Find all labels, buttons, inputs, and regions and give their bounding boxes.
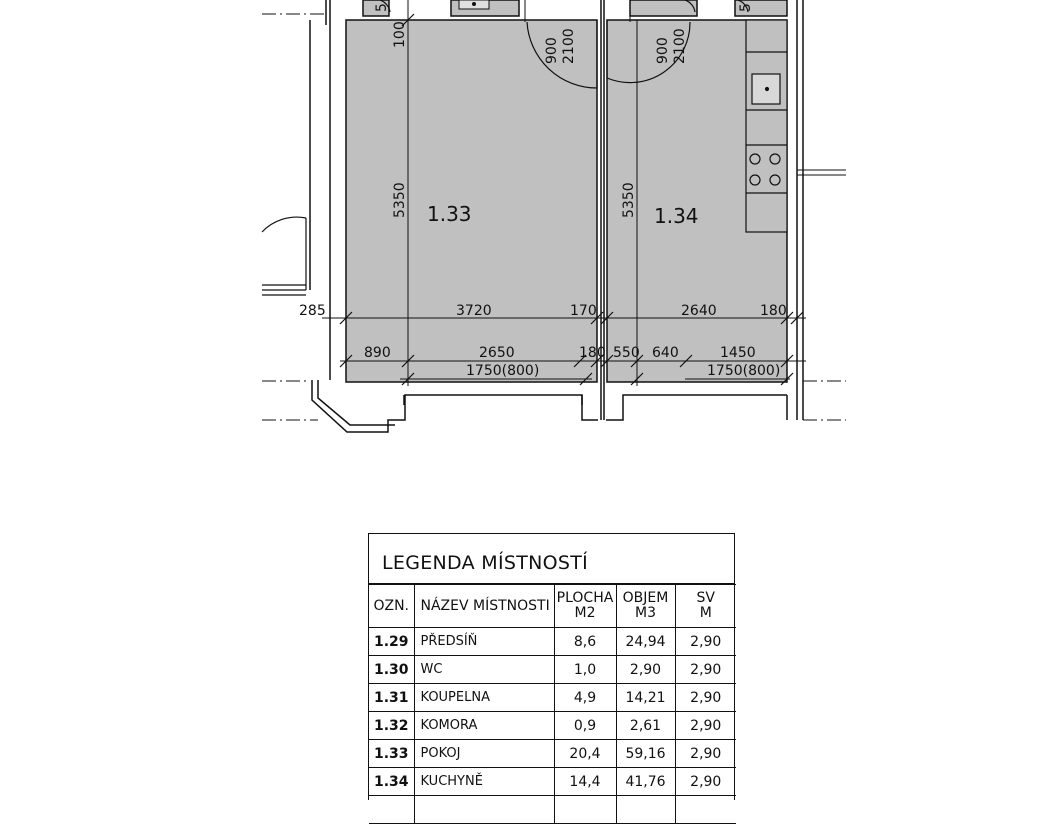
axis-lines <box>262 13 846 421</box>
row-area: 8,6 <box>553 627 617 656</box>
dimension-lines <box>322 0 806 386</box>
dim-left-height: 5350 <box>392 182 408 218</box>
row-volume: 2,90 <box>615 655 676 684</box>
walls <box>309 0 804 433</box>
dimension-ticks <box>339 13 804 386</box>
row-volume: 41,76 <box>615 767 676 796</box>
door-arcs <box>261 0 749 296</box>
row-volume: 24,94 <box>615 627 676 656</box>
row-id: 1.30 <box>369 655 415 684</box>
dim-window-right: 1750(800) <box>707 363 780 379</box>
dim-small-5a: 5 <box>374 3 390 12</box>
sink-icon <box>458 0 490 10</box>
row-area: 20,4 <box>553 739 617 768</box>
dim-small-5b: 5 <box>738 3 754 12</box>
row-volume: 2,61 <box>615 711 676 740</box>
row-height: 2,90 <box>674 683 736 712</box>
floor-plan: 100 5 900 2100 900 2100 5 5350 5350 285 … <box>261 0 846 433</box>
row-area: 0,9 <box>553 711 617 740</box>
dim-bottom-640: 640 <box>652 345 679 361</box>
row-id: 1.29 <box>369 627 415 656</box>
room-1-33-fill <box>345 19 598 383</box>
row-name: KOMORA <box>413 711 555 740</box>
row-volume: 14,21 <box>615 683 676 712</box>
dim-bottom-890: 890 <box>364 345 391 361</box>
row-area: 1,0 <box>553 655 617 684</box>
dim-right-180: 180 <box>760 303 787 319</box>
row-height: 2,90 <box>674 739 736 768</box>
row-height: 2,90 <box>674 655 736 684</box>
dim-window-left: 1750(800) <box>466 363 539 379</box>
dim-bottom-1450: 1450 <box>720 345 756 361</box>
legend-row: 1.32 KOMORA 0,9 2,61 2,90 <box>369 711 736 740</box>
dim-bottom-180: 180 <box>579 345 606 361</box>
dim-door-width-b: 900 <box>655 37 671 64</box>
room-label-1-33: 1.33 <box>427 202 472 226</box>
legend-row: 1.34 KUCHYNĚ 14,4 41,76 2,90 <box>369 767 736 796</box>
header-id: OZN. <box>369 584 415 628</box>
header-height-line1: SV <box>696 590 715 606</box>
dim-wall-285: 285 <box>299 303 326 319</box>
top-walls <box>362 0 788 17</box>
row-area: 4,9 <box>553 683 617 712</box>
dim-door-height-a: 2100 <box>561 28 577 64</box>
kitchen-counter <box>745 19 788 233</box>
dim-bottom-2650: 2650 <box>479 345 515 361</box>
dim-left-top-offset: 100 <box>392 21 408 48</box>
dim-left-inner-width: 3720 <box>456 303 492 319</box>
row-area: 14,4 <box>553 767 617 796</box>
row-height: 2,90 <box>674 767 736 796</box>
header-volume-line1: OBJEM <box>622 590 669 606</box>
row-name: KUCHYNĚ <box>413 767 555 796</box>
dim-door-width-a: 900 <box>544 37 560 64</box>
row-name: PŘEDSÍŇ <box>413 627 555 656</box>
header-area-line1: PLOCHA <box>556 590 614 606</box>
room-legend: LEGENDA MÍSTNOSTÍ OZN. NÁZEV MÍSTNOSTI P… <box>368 533 736 824</box>
row-id: 1.34 <box>369 767 415 796</box>
room-label-1-34: 1.34 <box>654 204 699 228</box>
legend-row: 1.29 PŘEDSÍŇ 8,6 24,94 2,90 <box>369 627 736 656</box>
dim-door-height-b: 2100 <box>672 28 688 64</box>
legend-row: 1.33 POKOJ 20,4 59,16 2,90 <box>369 739 736 768</box>
dim-bottom-550: 550 <box>613 345 640 361</box>
row-volume: 59,16 <box>615 739 676 768</box>
row-id: 1.32 <box>369 711 415 740</box>
row-height: 2,90 <box>674 711 736 740</box>
legend-row: 1.31 KOUPELNA 4,9 14,21 2,90 <box>369 683 736 712</box>
row-id: 1.33 <box>369 739 415 768</box>
header-volume-line2: M3 <box>635 605 656 621</box>
right-window <box>797 169 846 176</box>
header-name: NÁZEV MÍSTNOSTI <box>413 584 555 628</box>
header-area-line2: M2 <box>574 605 596 621</box>
row-name: WC <box>413 655 555 684</box>
row-id: 1.31 <box>369 683 415 712</box>
dim-left-170: 170 <box>570 303 597 319</box>
row-height: 2,90 <box>674 627 736 656</box>
header-height-line2: M <box>699 605 712 621</box>
row-name: POKOJ <box>413 739 555 768</box>
legend-title: LEGENDA MÍSTNOSTÍ <box>369 534 734 584</box>
dim-right-height: 5350 <box>621 182 637 218</box>
dim-right-inner-width: 2640 <box>681 303 717 319</box>
row-name: KOUPELNA <box>413 683 555 712</box>
legend-row: 1.30 WC 1,0 2,90 2,90 <box>369 655 736 684</box>
